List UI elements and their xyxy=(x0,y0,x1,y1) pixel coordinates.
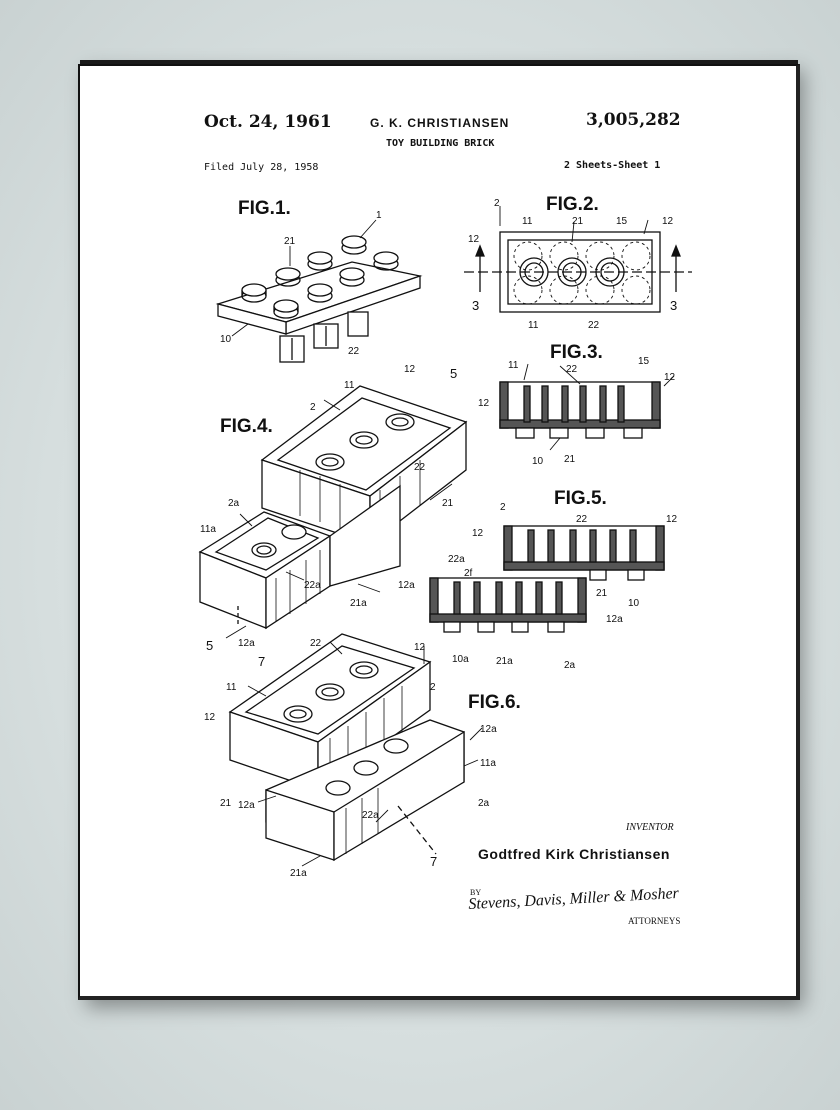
fig1-studs xyxy=(241,235,399,319)
ref-15: 15 xyxy=(638,356,650,367)
patent-number: 3,005,282 xyxy=(586,110,681,130)
ref-2: 2 xyxy=(500,502,506,513)
ref-3: 3 xyxy=(472,298,479,313)
fig6-offset-bricks xyxy=(228,633,465,862)
ref-10: 10 xyxy=(220,334,232,345)
ref-12: 12 xyxy=(404,364,416,375)
ref-12: 12 xyxy=(664,372,676,383)
ref-22: 22 xyxy=(566,364,578,375)
ref-2: 2 xyxy=(310,402,316,413)
ref-22: 22 xyxy=(414,462,426,473)
fig4-label: FIG.4. xyxy=(220,416,273,437)
ref-12a: 12a xyxy=(238,638,255,649)
ref-12a: 12a xyxy=(398,580,415,591)
numeral-labels: 1 21 10 22 2 12 11 21 15 12 3 3 11 22 11… xyxy=(200,198,678,879)
ref-11a: 11a xyxy=(480,758,496,769)
patent-print-canvas: Oct. 24, 1961 G. K. CHRISTIANSEN 3,005,2… xyxy=(78,64,800,1000)
ref-21: 21 xyxy=(596,588,608,599)
ref-5: 5 xyxy=(206,638,213,653)
ref-2a: 2a xyxy=(478,798,490,809)
fig2-label: FIG.2. xyxy=(546,194,599,215)
ref-10a: 10a xyxy=(452,654,469,665)
ref-21a: 21a xyxy=(350,598,367,609)
ref-7: 7 xyxy=(258,654,265,669)
ref-12a: 12a xyxy=(238,800,255,811)
leader-lines xyxy=(225,206,675,867)
ref-22a: 22a xyxy=(362,810,379,821)
fig4-stacked-bricks xyxy=(198,385,468,630)
ref-10: 10 xyxy=(628,598,640,609)
ref-22a: 22a xyxy=(304,580,321,591)
fig3-label: FIG.3. xyxy=(550,342,603,363)
ref-11: 11 xyxy=(508,360,519,371)
sheet-count: 2 Sheets-Sheet 1 xyxy=(564,160,661,171)
ref-12a: 12a xyxy=(480,724,497,735)
ref-12: 12 xyxy=(204,712,216,723)
ref-2: 2 xyxy=(430,682,436,693)
ref-2a: 2a xyxy=(228,498,240,509)
ref-21: 21 xyxy=(284,236,296,247)
inventor-full-name: Godtfred Kirk Christiansen xyxy=(478,846,670,862)
by-label: BY xyxy=(470,888,482,897)
ref-11a: 11a xyxy=(200,524,216,535)
ref-12a: 12a xyxy=(606,614,623,625)
fig3-cross-section xyxy=(499,381,661,439)
inventor-label: INVENTOR xyxy=(626,822,674,833)
ref-15: 15 xyxy=(616,216,628,227)
ref-12: 12 xyxy=(478,398,490,409)
ref-21a: 21a xyxy=(496,656,513,667)
ref-21: 21 xyxy=(572,216,584,227)
fig5-cross-section xyxy=(429,525,665,633)
ref-11: 11 xyxy=(528,320,539,331)
ref-21: 21 xyxy=(220,798,232,809)
ref-2a: 2a xyxy=(564,660,576,671)
ref-22: 22 xyxy=(588,320,600,331)
patent-drawings: 1 21 10 22 2 12 11 21 15 12 3 3 11 22 11… xyxy=(198,198,692,879)
attorneys-label: ATTORNEYS xyxy=(628,916,681,926)
ref-12: 12 xyxy=(666,514,678,525)
ref-2: 2 xyxy=(494,198,500,209)
ref-5: 5 xyxy=(450,366,457,381)
ref-22: 22 xyxy=(576,514,588,525)
ref-22: 22 xyxy=(348,346,360,357)
ref-11: 11 xyxy=(344,380,355,391)
ref-12: 12 xyxy=(662,216,674,227)
filed-date: Filed July 28, 1958 xyxy=(204,162,319,173)
fig2-brick-top-view xyxy=(464,231,692,313)
fig5-label: FIG.5. xyxy=(554,488,607,509)
ref-21a: 21a xyxy=(290,868,307,879)
ref-12: 12 xyxy=(414,642,426,653)
ref-2f: 2f xyxy=(464,568,473,579)
ref-10: 10 xyxy=(532,456,544,467)
patent-title: TOY BUILDING BRICK xyxy=(386,138,495,149)
inventor-short-name: G. K. CHRISTIANSEN xyxy=(370,116,510,130)
ref-3: 3 xyxy=(670,298,677,313)
ref-12: 12 xyxy=(472,528,484,539)
ref-12: 12 xyxy=(468,234,480,245)
ref-22: 22 xyxy=(310,638,322,649)
ref-22a: 22a xyxy=(448,554,465,565)
ref-1: 1 xyxy=(376,210,382,221)
ref-7: 7 xyxy=(430,854,437,869)
ref-21: 21 xyxy=(564,454,576,465)
ref-11: 11 xyxy=(522,216,533,227)
fig1-label: FIG.1. xyxy=(238,198,291,219)
patent-date: Oct. 24, 1961 xyxy=(204,112,332,132)
ref-21: 21 xyxy=(442,498,454,509)
fig6-label: FIG.6. xyxy=(468,692,521,713)
fig1-brick-drawing xyxy=(215,235,423,363)
ref-11: 11 xyxy=(226,682,237,693)
